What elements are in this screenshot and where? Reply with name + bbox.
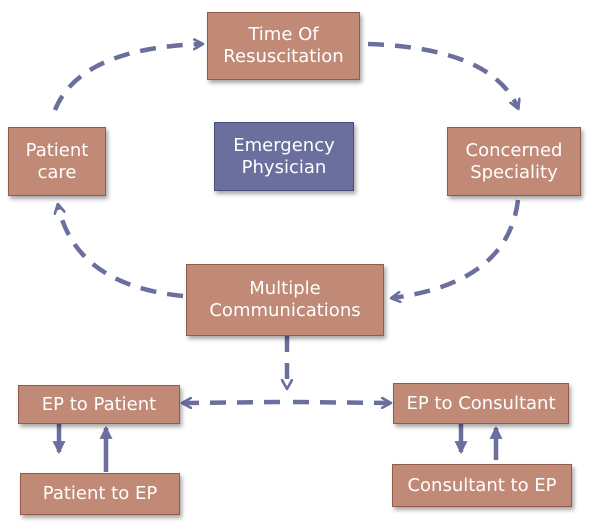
arrow-multiple-to-patient-care (58, 205, 184, 299)
arrow-time-to-concerned (367, 41, 518, 108)
arrow-branch-to-ep-patient (183, 402, 281, 403)
arrow-concerned-to-multiple (392, 199, 521, 298)
arrow-branch-to-ep-consultant (292, 402, 390, 403)
node-label: Time Of Resuscitation (223, 24, 344, 67)
node-label: EP to Patient (41, 393, 157, 415)
node-label: Patient to EP (42, 483, 158, 505)
arrow-patient-care-to-time (52, 44, 202, 111)
node-label: EP to Consultant (406, 392, 556, 414)
node-patient-to-ep: Patient to EP (20, 473, 180, 515)
node-consultant-to-ep: Consultant to EP (392, 464, 572, 507)
node-label: Concerned Speciality (465, 139, 563, 183)
node-concerned-speciality: Concerned Speciality (447, 127, 581, 196)
node-label: Patient care (25, 139, 89, 183)
node-multiple-communications: Multiple Communications (186, 264, 384, 336)
node-label: Emergency Physician (233, 134, 335, 178)
node-label: Consultant to EP (407, 474, 557, 496)
node-label: Multiple Communications (209, 278, 361, 321)
node-patient-care: Patient care (8, 127, 106, 196)
node-ep-to-consultant: EP to Consultant (393, 383, 569, 424)
node-time-of-resuscitation: Time Of Resuscitation (207, 12, 360, 80)
node-emergency-physician: Emergency Physician (214, 122, 354, 191)
node-ep-to-patient: EP to Patient (18, 385, 180, 424)
